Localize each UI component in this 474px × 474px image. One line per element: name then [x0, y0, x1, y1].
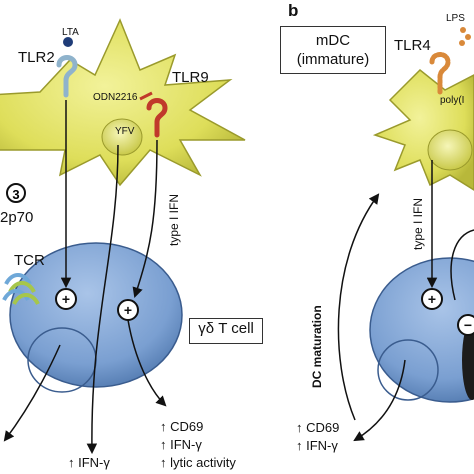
- output-ifng2-a: ↑ IFN-γ: [160, 437, 202, 452]
- arrow-dc-maturation: [337, 193, 380, 421]
- dc-maturation-label: DC maturation: [310, 305, 324, 388]
- odn-ligand: [139, 91, 153, 101]
- odn2216-label: ODN2216: [93, 92, 138, 103]
- step-number-badge: 3: [6, 183, 26, 203]
- yfv-label: YFV: [115, 126, 135, 137]
- lps-label: LPS: [446, 13, 465, 24]
- plus-sign-1: +: [61, 291, 71, 307]
- t-cell-b-dark-receptor: [462, 320, 474, 400]
- tcell-plus-circle-1: [55, 288, 77, 310]
- lta-label: LTA: [62, 27, 79, 38]
- lta-ligand: [63, 37, 73, 47]
- gd-t-cell: [9, 242, 183, 388]
- tcell-b-plus-circle: [421, 288, 443, 310]
- mdc-box-line1: mDC: [315, 32, 351, 49]
- mdc-box-line2: (immature): [296, 51, 370, 68]
- minus-sign-b: −: [463, 317, 473, 333]
- output-lytic-a: ↑ lytic activity: [160, 455, 236, 470]
- tlr9-label: TLR9: [172, 69, 209, 86]
- t-cell-b: [369, 257, 474, 403]
- poly-ic-label: poly(I: [440, 95, 465, 106]
- output-cd69-a: ↑ CD69: [160, 419, 204, 434]
- panel-b-letter: b: [288, 1, 299, 20]
- arrow-tcell-left: [3, 344, 61, 442]
- tlr2-label: TLR2: [18, 49, 55, 66]
- output-cd69-b: ↑ CD69: [296, 420, 340, 435]
- mdc-immature-box: mDC (immature): [280, 26, 386, 74]
- type1-ifn-label-a: type I IFN: [167, 193, 181, 246]
- arrow-tcell-outputs: [127, 319, 167, 407]
- lps-ligand: [459, 27, 471, 46]
- tcr-label: TCR: [14, 252, 45, 269]
- type1-ifn-label-b: type I IFN: [411, 197, 425, 250]
- il12-label: 2p70: [0, 209, 34, 226]
- t-cell-b-nucleus: [377, 339, 439, 401]
- plus-sign-b: +: [427, 291, 437, 307]
- tlr4-receptor: [429, 52, 451, 95]
- tcr-receptor: [2, 273, 40, 306]
- dc-nucleus-b: [427, 129, 473, 171]
- arrow-type1ifn-a: [132, 139, 158, 298]
- arrow-b-curve-right: [450, 229, 474, 301]
- tlr2-receptor: [56, 55, 78, 98]
- dc-nucleus-a: [101, 118, 143, 156]
- dendritic-cell-b: [372, 68, 474, 191]
- tlr4-label: TLR4: [394, 37, 431, 54]
- arrow-tcell-b-outputs: [353, 359, 406, 442]
- tlr9-receptor: [146, 98, 168, 138]
- output-ifng-a: ↑ IFN-γ: [68, 455, 110, 470]
- arrow-yfv-ifng: [86, 144, 119, 455]
- output-ifng-b: ↑ IFN-γ: [296, 438, 338, 453]
- gd-t-cell-label: γδ T cell: [189, 318, 263, 344]
- tcell-b-minus-circle: [457, 314, 474, 336]
- plus-sign-2: +: [123, 302, 133, 318]
